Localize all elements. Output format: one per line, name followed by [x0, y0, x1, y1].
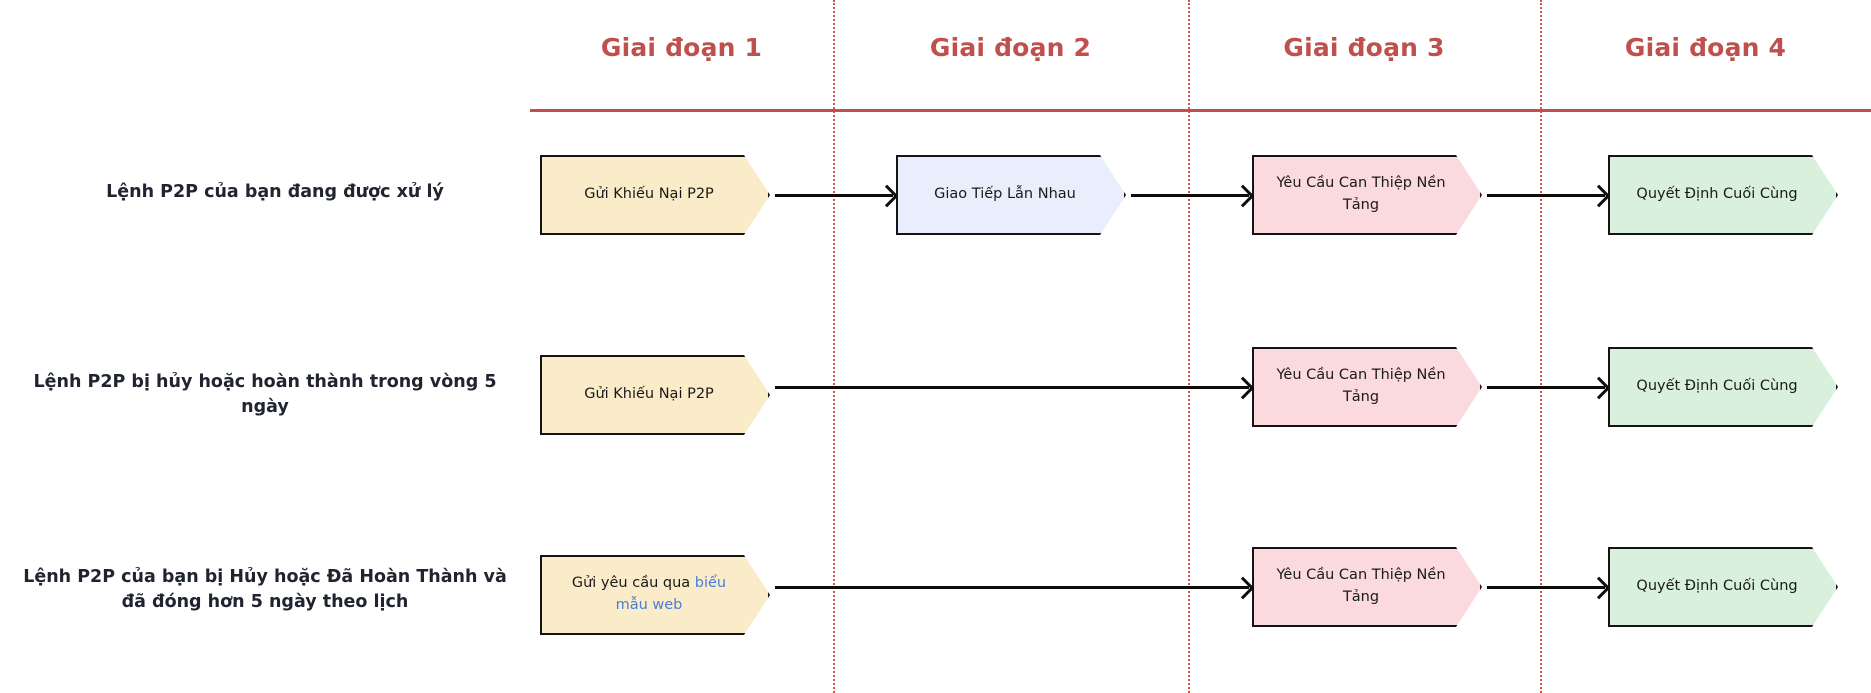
column-divider-3	[1540, 0, 1542, 693]
stage-header-1: Giai đoạn 1	[600, 33, 763, 62]
header-divider-rule	[530, 109, 1871, 112]
node-label: Gửi yêu cầu qua biểu mẫu web	[556, 573, 742, 617]
node-row1-platform-intervention[interactable]: Yêu Cầu Can Thiệp Nền Tảng	[1252, 155, 1482, 235]
node-row3-web-form-request[interactable]: Gửi yêu cầu qua biểu mẫu web	[540, 555, 770, 635]
node-row1-final-decision[interactable]: Quyết Định Cuối Cùng	[1608, 155, 1838, 235]
node-label: Quyết Định Cuối Cùng	[1636, 186, 1798, 203]
node-row1-submit-complaint[interactable]: Gửi Khiếu Nại P2P	[540, 155, 770, 235]
node-label: Gửi Khiếu Nại P2P	[584, 186, 714, 203]
arrow-row2-2	[1487, 386, 1605, 389]
row-label-1: Lệnh P2P của bạn đang được xử lý	[106, 182, 444, 202]
row-label-3-line2: đã đóng hơn 5 ngày theo lịch	[121, 592, 409, 613]
node-label: Quyết Định Cuối Cùng	[1636, 378, 1798, 395]
row-label-3-line1: Lệnh P2P của bạn bị Hủy hoặc Đã Hoàn Thà…	[23, 567, 507, 587]
arrow-row2-1	[775, 386, 1249, 389]
column-divider-1	[833, 0, 835, 693]
row-label-3: Lệnh P2P của bạn bị Hủy hoặc Đã Hoàn Thà…	[15, 565, 515, 616]
node-row2-submit-complaint[interactable]: Gửi Khiếu Nại P2P	[540, 355, 770, 435]
node-label: Gửi Khiếu Nại P2P	[584, 386, 714, 403]
web-form-link[interactable]: biểu mẫu web	[615, 575, 727, 613]
row-label-2: Lệnh P2P bị hủy hoặc hoàn thành trong vò…	[33, 372, 497, 418]
arrow-row1-2	[1131, 194, 1249, 197]
node-row3-platform-intervention[interactable]: Yêu Cầu Can Thiệp Nền Tảng	[1252, 547, 1482, 627]
node-row2-platform-intervention[interactable]: Yêu Cầu Can Thiệp Nền Tảng	[1252, 347, 1482, 427]
node-label: Yêu Cầu Can Thiệp Nền Tảng	[1276, 367, 1446, 405]
arrow-row3-1	[775, 586, 1249, 589]
arrow-row3-2	[1487, 586, 1605, 589]
node-row3-final-decision[interactable]: Quyết Định Cuối Cùng	[1608, 547, 1838, 627]
node-label-text: Gửi yêu cầu qua	[571, 575, 695, 592]
node-label: Giao Tiếp Lẫn Nhau	[934, 186, 1076, 203]
node-label: Quyết Định Cuối Cùng	[1636, 578, 1798, 595]
stage-header-4: Giai đoạn 4	[1624, 33, 1787, 62]
arrow-row1-1	[775, 194, 893, 197]
column-divider-2	[1188, 0, 1190, 693]
node-row1-mutual-communication[interactable]: Giao Tiếp Lẫn Nhau	[896, 155, 1126, 235]
node-label: Yêu Cầu Can Thiệp Nền Tảng	[1276, 567, 1446, 605]
stage-header-2: Giai đoạn 2	[929, 33, 1092, 62]
arrow-row1-3	[1487, 194, 1605, 197]
node-row2-final-decision[interactable]: Quyết Định Cuối Cùng	[1608, 347, 1838, 427]
stage-header-3: Giai đoạn 3	[1283, 33, 1445, 62]
node-label: Yêu Cầu Can Thiệp Nền Tảng	[1276, 175, 1446, 213]
